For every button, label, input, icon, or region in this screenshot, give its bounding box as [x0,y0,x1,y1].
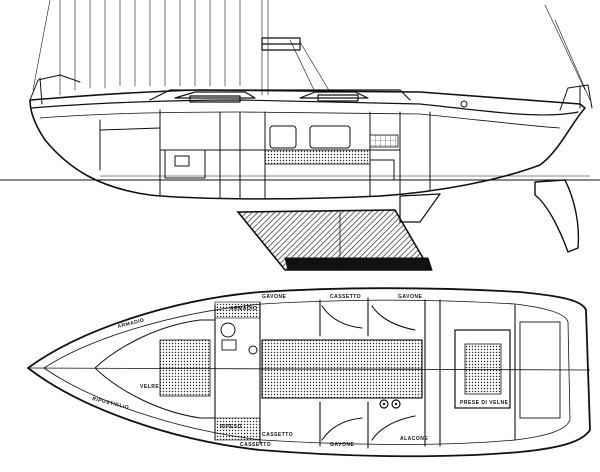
bow-pulpit [29,74,81,105]
sink-icon [221,339,237,351]
label-velar: VELRE [140,384,159,390]
stove-burners [379,399,401,409]
cockpit-sole [464,343,502,395]
label-cassetto-bottom-left: CASSETTO [240,442,271,448]
stern-pulpit [559,84,593,111]
label-cassetto-bottom: CASSETTO [262,432,293,438]
label-gavone-aft-top: GAVONE [398,294,422,300]
label-prese-di-velne: PRESE DI VELNE [460,400,509,406]
curved-seats [321,305,416,441]
label-ripostiglio: RIPOSTIGLIO [92,396,130,411]
profile-view [0,0,600,271]
boom [261,37,301,51]
label-gavone-fwd: GAVONE [262,294,286,300]
toilet-icon [220,322,236,338]
cockpit [454,329,511,409]
winch-icon [460,100,468,108]
label-cassetto-top: CASSETTO [330,294,361,300]
keel-bulb [284,257,433,271]
label-armadio-top: ARMADIO [230,306,257,312]
plan-view: ARMADIO GAVONE CASSETTO GAVONE ARMADIO V… [27,287,591,458]
rig-lines [32,0,591,101]
hull-profile [29,89,586,200]
settee-cushion [264,149,371,165]
hull-windows [164,125,395,181]
cabin-top [149,89,411,103]
skeg [399,193,441,223]
label-ripeso: RIPESO [220,424,242,430]
v-berth-cushion [159,339,211,397]
locker-stbd [214,301,261,319]
galley-detail [369,134,399,148]
label-gavone-aft-bottom: GAVONE [330,442,354,448]
cockpit-locker [519,321,561,419]
label-armadio-left: ARMADIO [117,317,145,329]
label-alacone: ALACONE [400,436,428,442]
locker-port [214,417,261,441]
rudder [534,179,580,253]
